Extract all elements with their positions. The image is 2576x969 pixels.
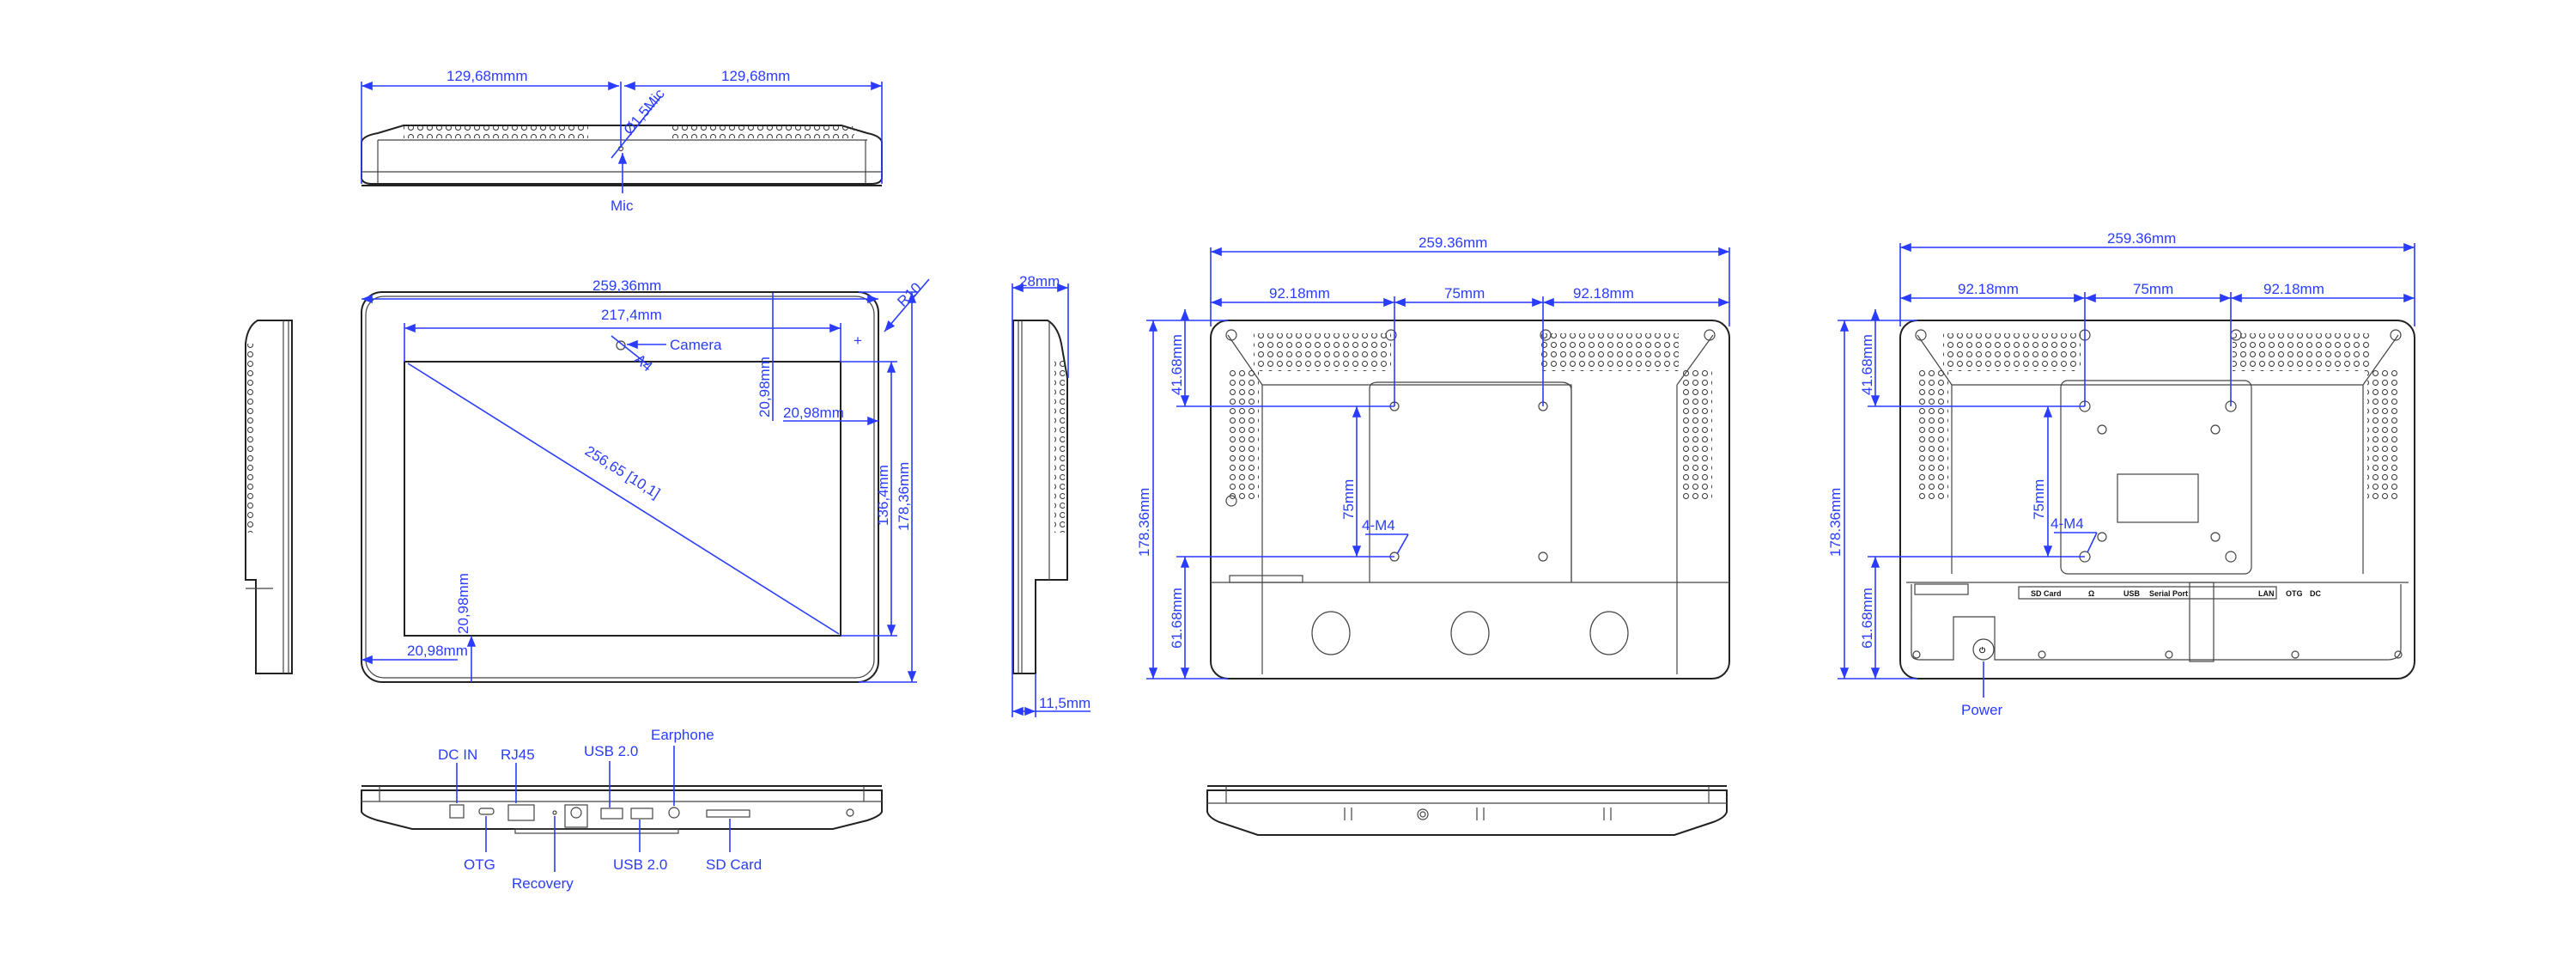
front-view: + 259,36mm 217,4mm R10 Camera A4 20,98mm… — [361, 277, 930, 683]
back-view-2: ⏻ SD Card Ω USB Serial Port LAN OTG DC P… — [1827, 230, 2415, 718]
port-label-serial: Serial Port — [2149, 589, 2188, 598]
corner-radius-dim: R10 — [894, 279, 924, 309]
back-overall-width-dim: 259.36mm — [1419, 235, 1487, 251]
bottom-view-2 — [1206, 785, 1728, 836]
port-recovery-label: Recovery — [512, 875, 574, 892]
back2-vesa-vertical-dim: 75mm — [2031, 479, 2047, 520]
diagonal-dim: 256,65 [10,1] — [582, 442, 663, 502]
back2-overall-width-dim: 259.36mm — [2107, 230, 2176, 247]
top-bezel-dim: 20,98mm — [756, 357, 773, 417]
front-plus-mark: + — [854, 332, 862, 349]
back-left-offset-dim: 92.18mm — [1269, 285, 1330, 302]
port-usb-bottom-label: USB 2.0 — [613, 856, 667, 873]
port-usb-top-label: USB 2.0 — [584, 743, 638, 759]
port-otg-label: OTG — [464, 856, 495, 873]
port-label-otg: OTG — [2286, 589, 2303, 598]
port-label-usb: USB — [2123, 589, 2141, 598]
back2-overall-height-dim: 178.36mm — [1827, 488, 1844, 557]
camera-label: Camera — [670, 337, 722, 353]
back2-bottom-offset-dim: 61.68mm — [1859, 588, 1875, 649]
back-view: 259.36mm 92.18mm 75mm 92.18mm 178.36mm 4… — [1136, 235, 1730, 680]
port-label-dc: DC — [2310, 589, 2321, 598]
earphone-icon: Ω — [2088, 589, 2094, 598]
screen-height-dim: 136,4mm — [875, 465, 891, 526]
power-icon: ⏻ — [1979, 646, 1986, 655]
mic-hole-dim: Ø1,5Mic — [621, 85, 669, 137]
port-label-lan: LAN — [2258, 589, 2275, 598]
back-screw-spec: 4-M4 — [1362, 517, 1395, 533]
back-vesa-spacing-dim: 75mm — [1444, 285, 1485, 302]
bottom-view: DC IN RJ45 USB 2.0 Earphone OTG Recovery… — [361, 727, 883, 892]
port-rj45-label: RJ45 — [501, 747, 535, 763]
power-label: Power — [1961, 702, 2003, 718]
back2-screw-spec: 4-M4 — [2050, 515, 2084, 532]
base-depth-dim: 11,5mm — [1039, 695, 1091, 711]
back-vesa-vertical-dim: 75mm — [1340, 479, 1357, 520]
back-overall-height-dim: 178.36mm — [1136, 488, 1152, 557]
back-bottom-offset-dim: 61.68mm — [1169, 588, 1185, 649]
depth-dim: 28mm — [1019, 273, 1060, 289]
right-bezel-dim: 20,98mm — [783, 405, 844, 421]
top-view: 129,68mmm 129,68mm Ø1,5Mic Mic — [361, 68, 883, 214]
mic-label: Mic — [611, 198, 634, 214]
top-left-width-dim: 129,68mmm — [447, 68, 527, 84]
right-side-view: 28mm 11,5mm — [1012, 273, 1091, 717]
left-bezel-dim: 20,98mm — [407, 643, 468, 659]
back2-vesa-spacing-dim: 75mm — [2133, 281, 2173, 297]
front-screen-width-dim: 217,4mm — [601, 307, 662, 323]
port-earphone-label: Earphone — [651, 727, 714, 743]
overall-height-dim: 178,36mm — [896, 462, 912, 531]
back2-right-offset-dim: 92.18mm — [2263, 281, 2324, 297]
back-top-offset-dim: 41.68mm — [1169, 334, 1185, 395]
port-sd-card-label: SD Card — [706, 856, 762, 873]
back-right-offset-dim: 92.18mm — [1573, 285, 1634, 302]
back2-top-offset-dim: 41.68mm — [1859, 334, 1875, 395]
port-label-sd-card: SD Card — [2031, 589, 2062, 598]
front-overall-width-dim: 259,36mm — [592, 277, 661, 294]
port-dc-in-label: DC IN — [438, 747, 477, 763]
top-right-width-dim: 129,68mm — [721, 68, 790, 84]
bottom-bezel-dim: 20,98mm — [455, 573, 471, 634]
left-side-view — [245, 320, 293, 674]
back2-left-offset-dim: 92.18mm — [1958, 281, 2019, 297]
